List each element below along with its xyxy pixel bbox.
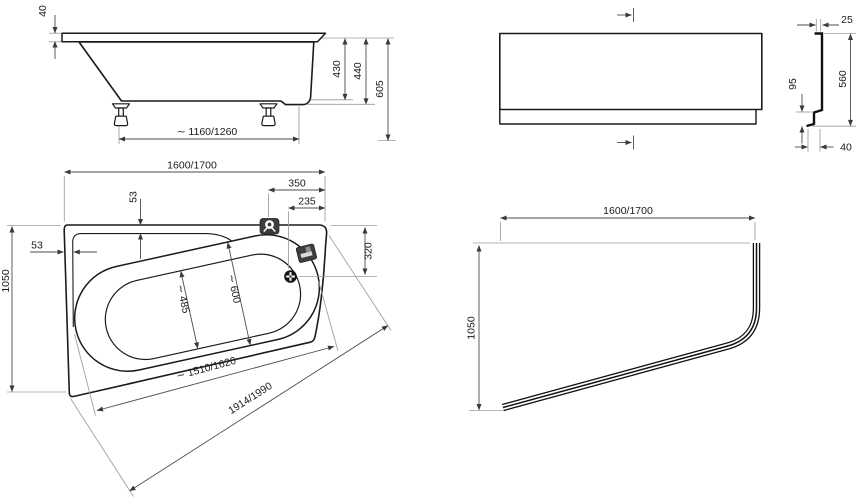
dim-plan-drain-from-top: 320: [363, 242, 375, 260]
dim-panel-plinth-height: 95: [787, 78, 799, 90]
dim-plan-length: 1600/1700: [167, 160, 217, 172]
panel-plinth: [499, 109, 757, 125]
drain-icon: [284, 270, 297, 283]
side-view: 40 430 440 605 ∼ 1160/1260: [37, 5, 396, 144]
tub-rim-side: [61, 32, 327, 43]
dim-panel-plan-length: 1600/1700: [603, 205, 653, 217]
overflow-control-icon: [295, 243, 317, 263]
tub-foot-left: [111, 103, 131, 127]
dim-plan-drain-offset: 235: [298, 196, 316, 208]
mixer-tap-icon: [259, 218, 280, 235]
dim-side-feet-spacing: ∼ 1160/1260: [177, 126, 238, 138]
tub-inner-rim-plan: [72, 233, 236, 328]
front-panel-view: 25 95 560 40: [498, 8, 856, 154]
dim-side-depth-440: 440: [352, 62, 364, 80]
dim-panel-plan-width: 1050: [466, 316, 478, 340]
dim-side-height-605: 605: [374, 80, 386, 98]
dim-plan-width: 1050: [0, 269, 12, 293]
dim-plan-rim-offset-left: 53: [31, 240, 43, 252]
dim-side-rim-thickness: 40: [37, 5, 49, 17]
plan-view: ∼ 485 ∼ 600: [0, 160, 392, 497]
dim-plan-rim-offset-top: 53: [128, 191, 140, 203]
panel-plan-view: 1600/1700 1050: [466, 205, 761, 412]
dim-panel-foot-inset: 40: [840, 142, 852, 154]
dim-side-depth-430: 430: [331, 60, 343, 78]
dim-plan-diagonal: 1914/1990: [226, 380, 274, 417]
panel-profile: [806, 32, 824, 128]
tub-foot-right: [259, 103, 278, 127]
dim-panel-height: 560: [837, 70, 849, 88]
tub-body-side: [78, 41, 315, 106]
dim-plan-faucet-offset: 350: [288, 178, 306, 190]
panel-front-face: [498, 32, 763, 111]
dim-panel-top-thickness: 25: [841, 14, 853, 26]
panel-curved-outline: [502, 243, 761, 412]
